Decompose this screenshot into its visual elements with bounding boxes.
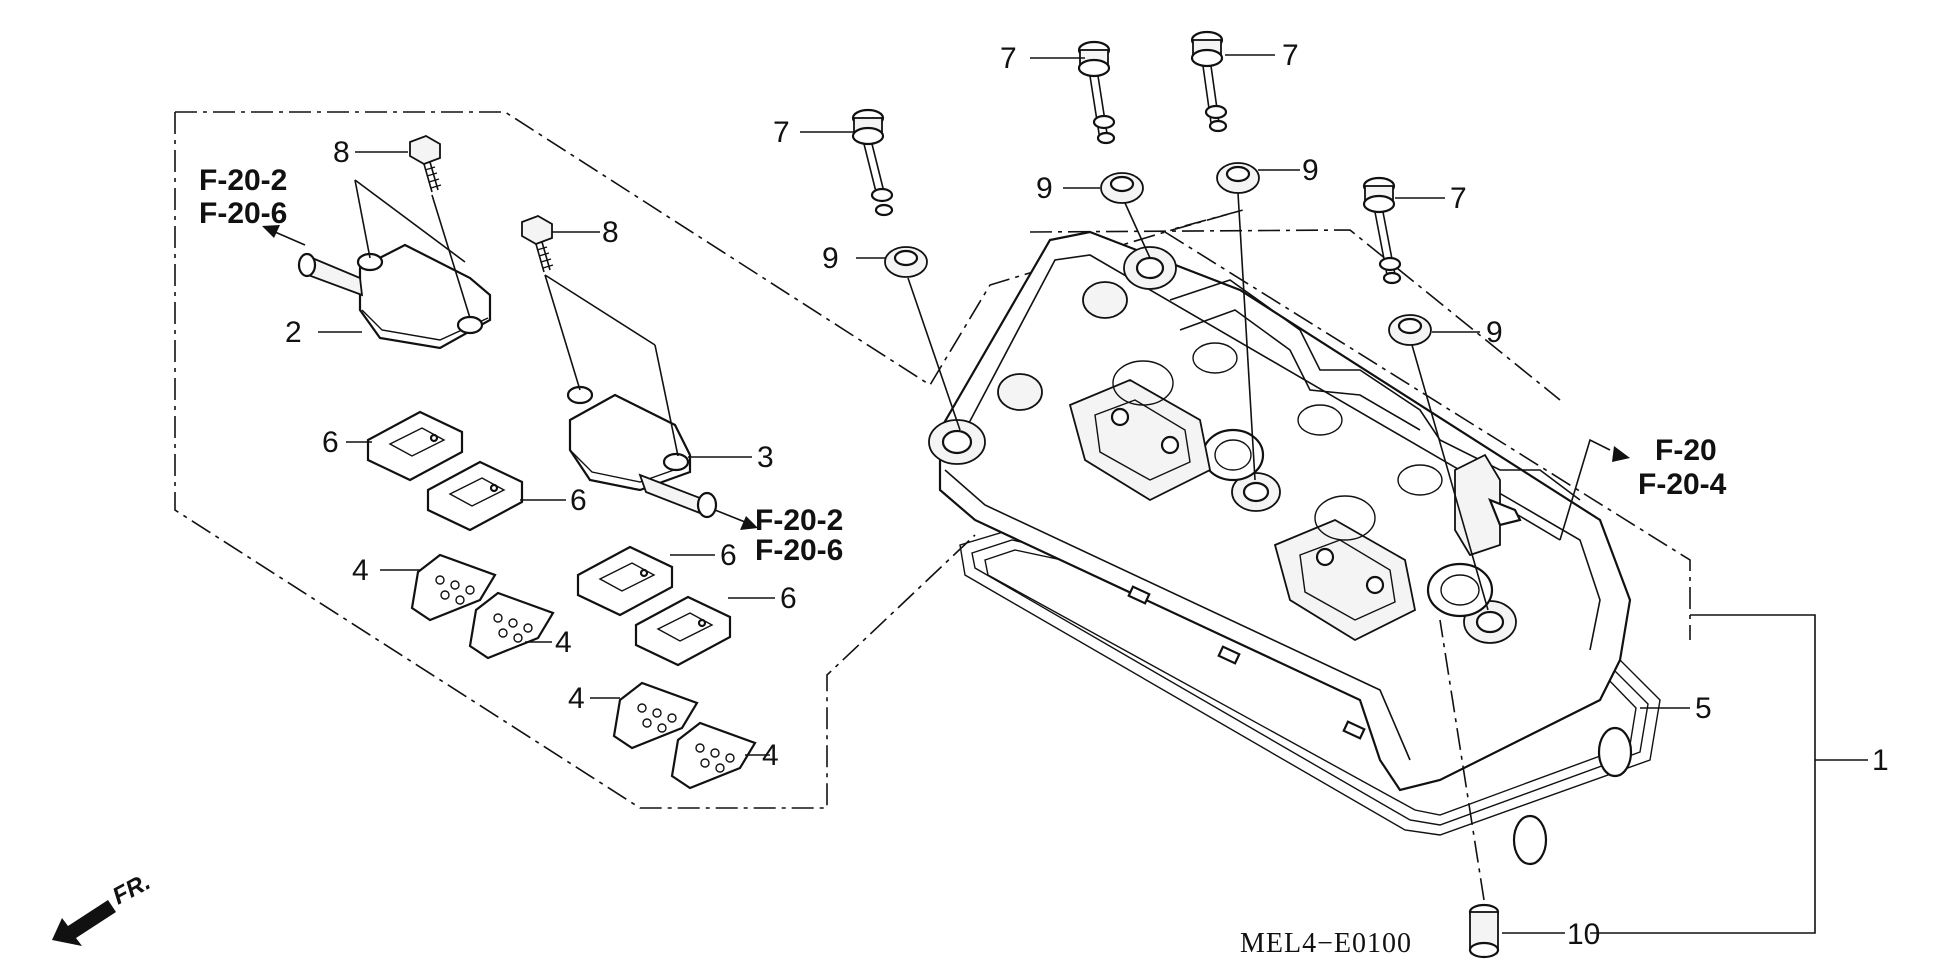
callout-4-d: 4 xyxy=(762,739,779,772)
callout-8-upper: 8 xyxy=(333,136,350,169)
callout-4-b: 4 xyxy=(555,626,572,659)
reed-assembly-outline xyxy=(175,111,1244,387)
ref-middle-1: F-20-2 xyxy=(755,504,843,537)
cover-dash-mid xyxy=(1029,229,1561,401)
callout-3: 3 xyxy=(757,441,774,474)
ref-right-1: F-20 xyxy=(1655,434,1717,467)
callout-4-c: 4 xyxy=(568,682,585,715)
cover-reed-port-2 xyxy=(1273,518,1417,642)
grommet-9-d xyxy=(1388,314,1432,346)
callout-4-a: 4 xyxy=(352,554,369,587)
callout-9-right: 9 xyxy=(1486,316,1503,349)
reed-plate-6-b xyxy=(426,460,524,532)
callout-7-top-right: 7 xyxy=(1282,39,1299,72)
grommet-9-c xyxy=(1216,162,1260,194)
grommet-9-b xyxy=(1100,172,1144,204)
callout-1: 1 xyxy=(1872,744,1889,777)
plug-hole-2 xyxy=(1426,562,1494,618)
callout-7-left: 7 xyxy=(773,116,790,149)
ref-middle-2: F-20-6 xyxy=(755,534,843,567)
callout-9-top-left: 9 xyxy=(1036,172,1053,205)
callout-10: 10 xyxy=(1567,918,1600,951)
cover-dash-right xyxy=(1164,231,1691,640)
callout-9-left: 9 xyxy=(822,242,839,275)
front-direction-label: FR. xyxy=(108,868,155,910)
callout-2: 2 xyxy=(285,316,302,349)
callout-6-c: 6 xyxy=(720,539,737,572)
reed-stopper-4-b xyxy=(468,591,555,660)
bolt-8-b xyxy=(521,215,554,273)
ref-arrow-middle xyxy=(714,509,758,530)
callout-6-d: 6 xyxy=(780,582,797,615)
bolt-7-d xyxy=(1362,176,1402,285)
reed-assembly-outline-lower xyxy=(174,112,976,809)
reed-plate-6-a xyxy=(366,410,464,482)
breather-nipple xyxy=(1454,453,1501,557)
grommet-9-a xyxy=(884,246,928,278)
bolt-7-b xyxy=(1077,40,1116,145)
cylinder-head-cover xyxy=(928,230,1661,866)
reed-valve-cover-2 xyxy=(297,243,492,350)
callout-8-lower: 8 xyxy=(602,216,619,249)
callout-7-top-left: 7 xyxy=(1000,42,1017,75)
reed-plate-6-c xyxy=(576,545,674,617)
leader-lines xyxy=(318,54,1868,934)
reed-valve-cover-3 xyxy=(566,385,718,519)
reed-stopper-4-c xyxy=(612,681,699,750)
reed-plate-6-d xyxy=(634,595,732,667)
bolt-7-c xyxy=(1190,30,1228,133)
cover-body xyxy=(938,230,1632,792)
ref-upper-left-1: F-20-2 xyxy=(199,164,287,197)
reed-stopper-4-a xyxy=(410,553,497,622)
dowel-pin-10 xyxy=(1468,903,1500,959)
ref-upper-left-2: F-20-6 xyxy=(199,197,287,230)
callout-5: 5 xyxy=(1695,692,1712,725)
callout-6-a: 6 xyxy=(322,426,339,459)
ref-arrow-upper-left xyxy=(262,225,306,246)
callout-6-b: 6 xyxy=(570,484,587,517)
reed-stopper-4-d xyxy=(670,721,757,790)
ref-arrow-right xyxy=(1559,438,1630,541)
bolt-8-a xyxy=(409,135,442,193)
ref-right-2: F-20-4 xyxy=(1638,468,1727,501)
diagram-code: MEL4−E0100 xyxy=(1240,928,1412,959)
cover-reed-port-1 xyxy=(1068,378,1212,502)
callout-9-top-right: 9 xyxy=(1302,154,1319,187)
front-direction-arrow-icon xyxy=(52,900,116,946)
bolt-7-a xyxy=(851,108,894,217)
callout-7-right: 7 xyxy=(1450,182,1467,215)
